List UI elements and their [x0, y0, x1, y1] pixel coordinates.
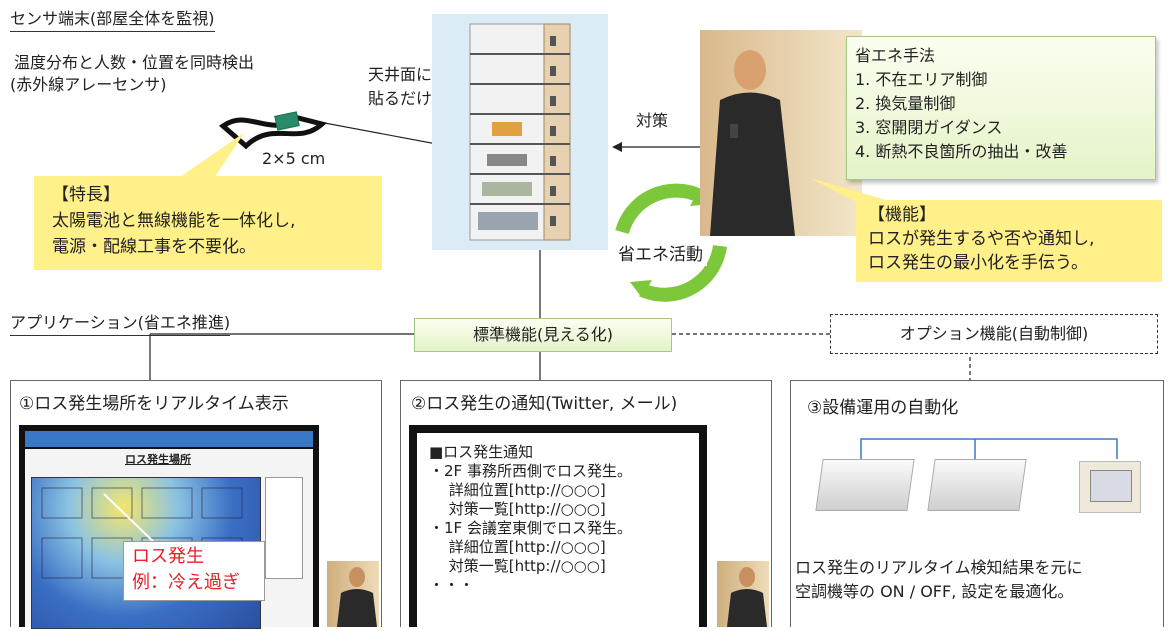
notification-line: 対策一覧[http://○○○] [429, 557, 606, 575]
panel-automation: ③設備運用の自動化 ロス発生のリアルタイム検知結果を元に 空調機等の ON / … [790, 380, 1164, 627]
panel3-line1: ロス発生のリアルタイム検知結果を元に [795, 558, 1083, 577]
notification-line: ・・・ [429, 576, 475, 594]
method-item: 3. 窓開閉ガイダンス [855, 118, 1003, 137]
sensor-description: 温度分布と人数・位置を同時検出 [14, 53, 255, 72]
option-function-label: オプション機能(自動制御) [899, 324, 1089, 343]
air-conditioner-icon [927, 459, 1027, 511]
ceiling-label-1: 天井面に [368, 65, 433, 84]
function-title: 【機能】 [868, 205, 936, 225]
function-callout: 【機能】 ロスが発生するや否や通知し, ロス発生の最小化を手伝う。 [856, 200, 1162, 282]
loss-callout: ロス発生 例：冷え過ぎ [123, 541, 265, 601]
equipment-links [860, 438, 1118, 459]
browser-bar [25, 431, 313, 447]
worker-image [327, 561, 379, 627]
cycle-label: 省エネ活動 [614, 244, 707, 266]
panel3-line2: 空調機等の ON / OFF, 設定を最適化。 [795, 582, 1074, 601]
features-title: 【特長】 [52, 185, 120, 205]
methods-box: 省エネ手法 1. 不在エリア制御 2. 換気量制御 3. 窓開閉ガイダンス 4.… [846, 36, 1156, 180]
app-heading: アプリケーション(省エネ推進) [10, 312, 231, 336]
ceiling-label-2: 貼るだけ [368, 89, 433, 108]
panel2-title: ②ロス発生の通知(Twitter, メール) [411, 394, 678, 414]
notification-line: 対策一覧[http://○○○] [429, 500, 606, 518]
methods-title: 省エネ手法 [855, 46, 936, 65]
notification-line: ■ロス発生通知 [429, 443, 534, 461]
controller-panel-icon [1079, 461, 1141, 513]
notification-line: ・1F 会議室東側でロス発生。 [429, 519, 632, 537]
option-function-box: オプション機能(自動制御) [830, 314, 1158, 354]
screenshot-window: ロス発生場所 ロス発生 例：冷え過ぎ [19, 425, 319, 629]
function-line2: ロス発生の最小化を手伝う。 [868, 253, 1088, 273]
panel3-title: ③設備運用の自動化 [807, 398, 959, 418]
standard-function-box: 標準機能(見える化) [414, 318, 672, 352]
building-image [432, 14, 608, 250]
worker-image [717, 561, 769, 627]
screen-title: ロス発生場所 [125, 453, 191, 466]
sensor-device-image [218, 111, 328, 150]
panel1-title: ①ロス発生場所をリアルタイム表示 [19, 394, 289, 414]
notification-line: ・2F 事務所西側でロス発生。 [429, 462, 632, 480]
function-line1: ロスが発生するや否や通知し, [868, 229, 1095, 249]
method-item: 2. 換気量制御 [855, 94, 956, 113]
legend [265, 477, 303, 579]
method-item: 1. 不在エリア制御 [855, 70, 988, 89]
sensor-heading: センサ端末(部屋全体を監視) [10, 8, 215, 32]
features-line1: 太陽電池と無線機能を一体化し, [52, 211, 296, 231]
loss-callout-line2: 例：冷え過ぎ [132, 572, 240, 593]
notification-line: 詳細位置[http://○○○] [429, 481, 606, 499]
countermeasure-arrowhead [612, 142, 622, 152]
features-callout: 【特長】 太陽電池と無線機能を一体化し, 電源・配線工事を不要化。 [34, 176, 382, 270]
air-conditioner-icon [815, 459, 915, 511]
features-line2: 電源・配線工事を不要化。 [52, 237, 256, 257]
notification-screen: ■ロス発生通知 ・2F 事務所西側でロス発生。 詳細位置[http://○○○]… [417, 433, 699, 627]
sensor-size: 2×5 cm [262, 149, 326, 168]
loss-callout-line1: ロス発生 [132, 546, 204, 567]
notification-line: 詳細位置[http://○○○] [429, 538, 606, 556]
notification-phone: ■ロス発生通知 ・2F 事務所西側でロス発生。 詳細位置[http://○○○]… [409, 425, 707, 627]
person-image [700, 30, 862, 236]
standard-function-label: 標準機能(見える化) [472, 325, 613, 344]
panel-notification: ②ロス発生の通知(Twitter, メール) ■ロス発生通知 ・2F 事務所西側… [400, 380, 772, 627]
sensor-type: (赤外線アレーセンサ) [10, 75, 167, 94]
method-item: 4. 断熱不良箇所の抽出・改善 [855, 142, 1068, 161]
countermeasure-label: 対策 [636, 111, 669, 130]
panel-realtime-display: ①ロス発生場所をリアルタイム表示 ロス発生場所 ロス発生 例：冷え過ぎ [10, 380, 382, 629]
